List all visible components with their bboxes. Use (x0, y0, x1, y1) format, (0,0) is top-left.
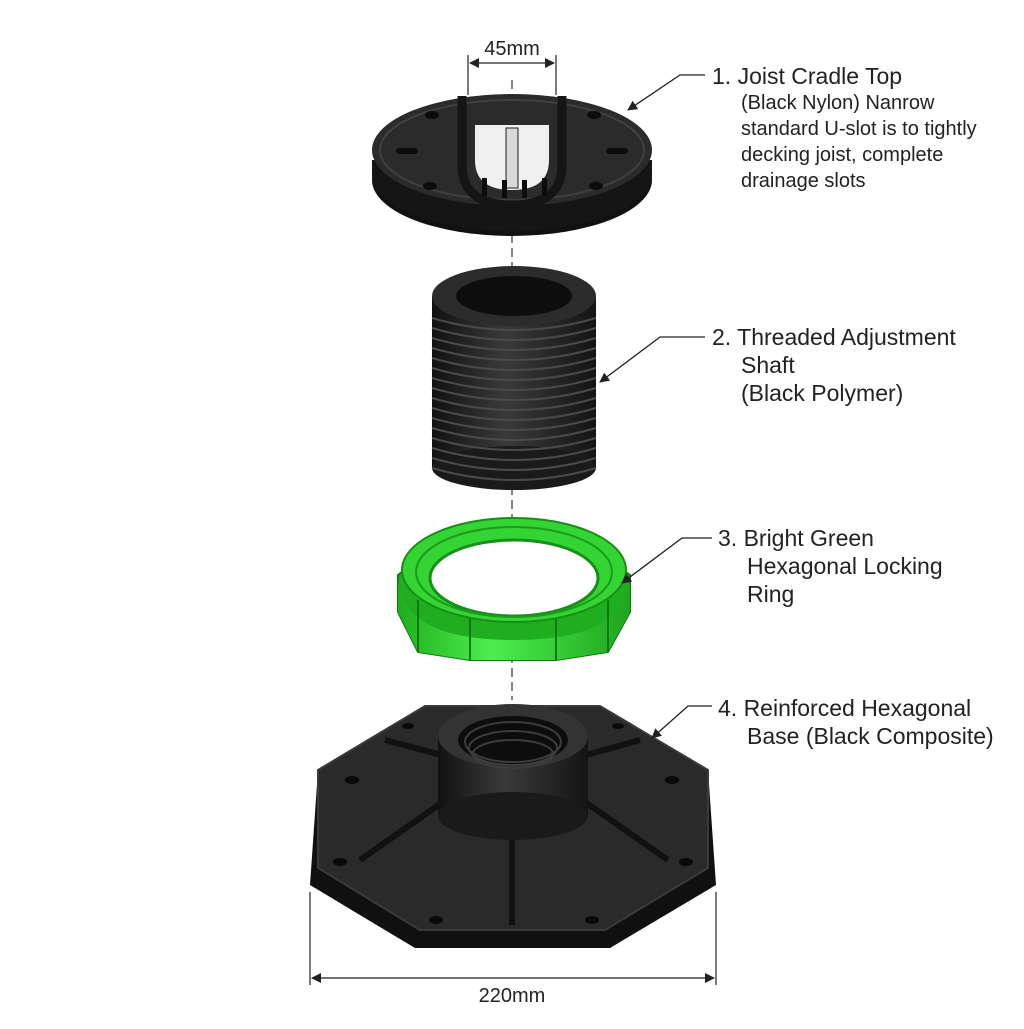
thread-ring (431, 437, 597, 451)
thread-ring (431, 467, 597, 481)
leader-line-3 (621, 537, 712, 584)
part-3-desc-line-1: Hexagonal Locking (747, 553, 943, 579)
leader-line-2 (599, 336, 705, 383)
thread-ring (431, 377, 597, 391)
thread-ring (431, 327, 597, 341)
leader-line-4 (651, 705, 712, 739)
thread-ring (431, 417, 597, 431)
part-2-desc-line-2: (Black Polymer) (741, 380, 904, 406)
part-1-desc-line-4: drainage slots (741, 170, 866, 192)
thread-ring (431, 407, 597, 421)
dimension-220mm (309, 892, 717, 985)
leader-lines (599, 74, 712, 739)
thread-ring (431, 317, 597, 331)
thread-ring (431, 447, 597, 461)
thread-ring (431, 457, 597, 471)
thread-ring (431, 337, 597, 351)
leader-line-1 (627, 74, 705, 111)
part-1-desc-line-3: decking joist, complete (741, 144, 944, 166)
joist-cradle-top (372, 94, 652, 236)
dimension-base-label: 220mm (478, 985, 546, 1007)
thread-ring (431, 347, 597, 361)
hexagonal-base (310, 704, 716, 948)
green-locking-ring (397, 517, 631, 661)
part-label-4: 4. Reinforced Hexagonal Base (Black Comp… (718, 694, 994, 750)
part-3-desc-line-2: Ring (747, 581, 795, 607)
part-1-desc-line-2: standard U-slot is to tightly (741, 118, 977, 140)
thread-ring (431, 397, 597, 411)
threaded-shaft (431, 266, 597, 490)
thread-ring (431, 427, 597, 441)
part-label-2: 2. Threaded Adjustment Shaft (Black Poly… (712, 323, 956, 407)
part-label-3: 3. Bright Green Hexagonal Locking Ring (718, 524, 943, 608)
dimension-top-label: 45mm (484, 38, 540, 60)
part-label-1: 1. Joist Cradle Top (Black Nylon) Nanrow… (712, 62, 977, 194)
part-4-title: 4. Reinforced Hexagonal (718, 695, 972, 721)
dimension-45mm (467, 55, 557, 95)
thread-ring (431, 357, 597, 371)
part-1-desc-line-1: (Black Nylon) Nanrow (741, 92, 935, 114)
part-4-desc-line-1: Base (Black Composite) (747, 723, 994, 749)
part-3-title: 3. Bright Green (718, 525, 874, 551)
part-2-desc-line-1: Shaft (741, 352, 795, 378)
part-1-title: 1. Joist Cradle Top (712, 63, 903, 89)
thread-ring (431, 367, 597, 381)
part-2-title: 2. Threaded Adjustment (712, 324, 956, 350)
thread-ring (431, 387, 597, 401)
